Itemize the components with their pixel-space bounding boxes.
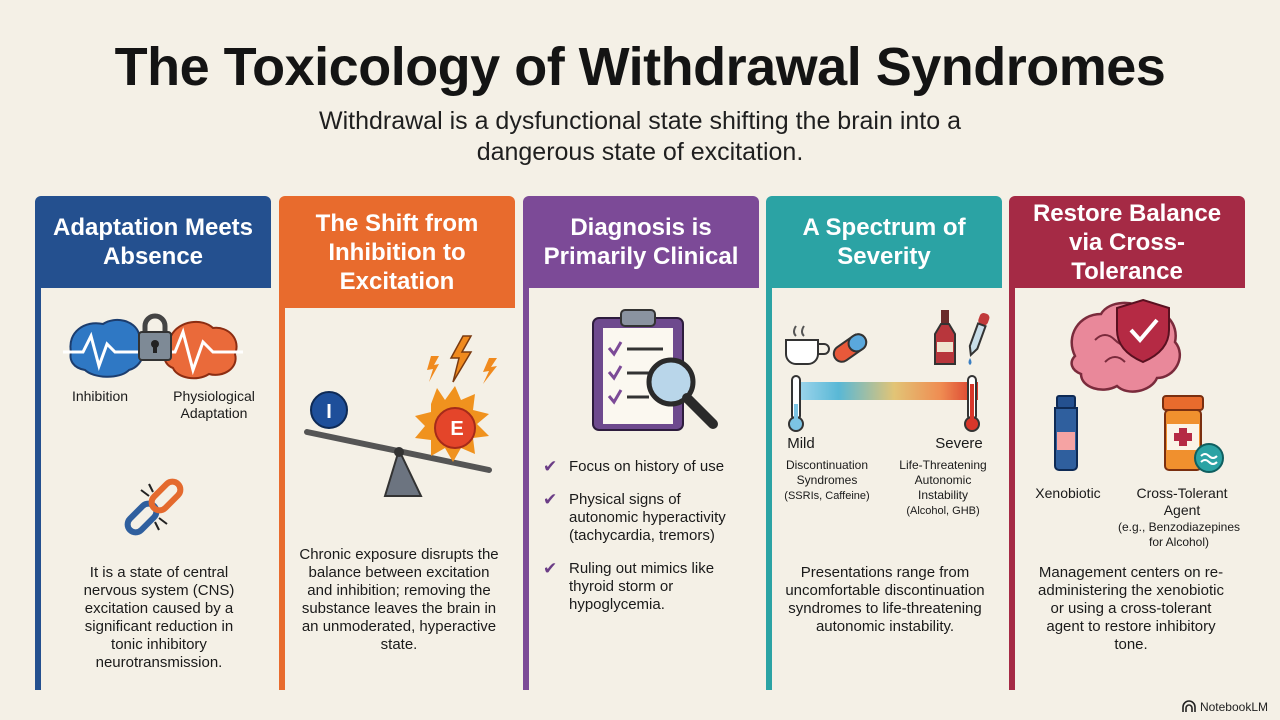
notebooklm-logo-icon [1182,700,1196,712]
severity-gradient-bar [792,382,978,400]
vial-icon [1054,395,1078,471]
diagnosis-checklist: ✔Focus on history of use ✔Physical signs… [543,458,753,629]
excitation-marker: E [450,418,464,440]
column-body: Presentations range from uncomfortable d… [785,564,985,635]
brain-wave-icon [63,318,243,380]
column-diagnosis: Diagnosis is Primarily Clinical ✔Focus o… [523,196,759,690]
bottle-icon [934,310,956,365]
column-shift: The Shift from Inhibition to Excitation … [279,196,515,690]
broken-chain-icon [124,478,184,536]
dropper-icon [968,312,990,365]
lightning-icon [427,335,497,384]
column-body: It is a state of central nervous system … [83,564,235,671]
column-accent-bar [1009,288,1015,690]
label-example: (e.g., Benzodiazepines for Alcohol) [1117,520,1241,549]
column-accent-bar [766,288,772,690]
thermometer-icon [788,375,804,432]
seesaw-icon [304,386,492,497]
column-adaptation: Adaptation Meets Absence Inhibition Phys… [35,196,271,690]
checklist-item: ✔Ruling out mimics like thyroid storm or… [543,559,715,614]
brand-watermark: NotebookLM [1182,700,1268,714]
column-heading: A Spectrum of Severity [766,196,1002,288]
magnifier-icon [646,357,718,429]
mild-description: Discontinuation Syndromes [785,458,869,487]
pill-bottle-icon [1162,395,1224,473]
page-title: The Toxicology of Withdrawal Syndromes [114,37,1166,97]
column-heading: Restore Balance via Cross-Tolerance [1009,196,1245,288]
column-accent-bar [35,288,41,690]
column-cross-tolerance: Restore Balance via Cross-Tolerance Xeno… [1009,196,1245,690]
severe-description: Life-Threatening Autonomic Instability [899,458,987,502]
column-body: Chronic exposure disrupts the balance be… [299,546,499,653]
label-physiological-adaptation: Physiological Adaptation [173,388,255,421]
column-accent-bar [523,288,529,690]
checkmark-icon: ✔ [543,490,558,509]
pill-icon [832,333,868,363]
label-inhibition: Inhibition [71,388,129,404]
column-accent-bar [279,308,285,690]
column-heading: Adaptation Meets Absence [35,196,271,288]
checkmark-icon: ✔ [543,559,558,578]
checklist-item: ✔Physical signs of autonomic hyperactivi… [543,490,726,545]
severe-examples: (Alcohol, GHB) [906,505,980,517]
padlock-icon [138,313,172,361]
brain-shield-icon [1070,298,1182,393]
column-heading: Diagnosis is Primarily Clinical [523,196,759,288]
mild-examples: (SSRIs, Caffeine) [784,490,870,502]
checkmark-icon: ✔ [543,457,558,476]
column-severity: A Spectrum of Severity Mild Severe D [766,196,1002,690]
checklist-item: ✔Focus on history of use [543,457,725,476]
label-cross-tolerant-agent: Cross-Tolerant Agent [1136,485,1228,518]
column-heading: The Shift from Inhibition to Excitation [279,196,515,308]
inhibition-marker: I [326,401,332,423]
brand-label: NotebookLM [1199,700,1268,714]
label-xenobiotic: Xenobiotic [1035,485,1101,501]
column-body: Management centers on re-administering t… [1038,564,1224,653]
coffee-cup-icon [785,325,830,365]
mild-label: Mild [787,435,815,452]
thermometer-icon [964,375,980,432]
severe-label: Severe [935,435,983,452]
page-subtitle: Withdrawal is a dysfunctional state shif… [318,107,961,166]
